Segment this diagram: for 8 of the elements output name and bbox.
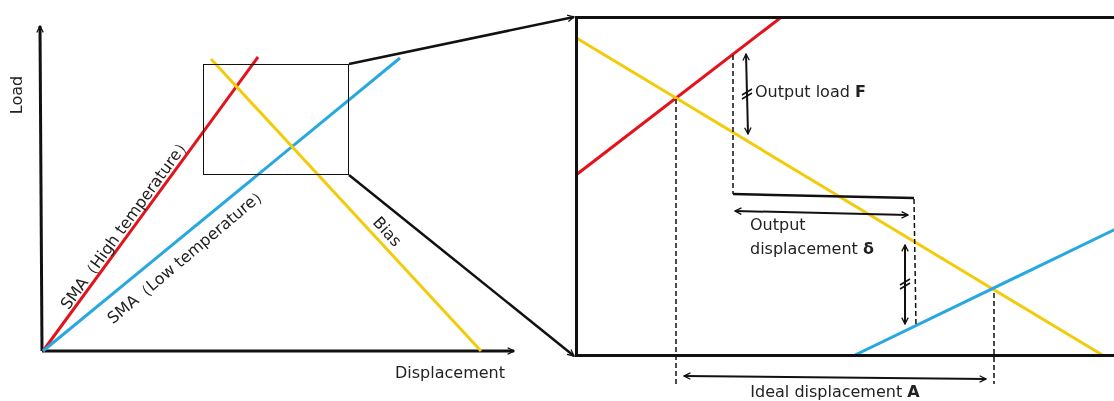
dimension-label: Output load F xyxy=(755,82,866,102)
zoom-region-box xyxy=(203,64,349,175)
zoom-arrow xyxy=(348,174,575,357)
axis-title: Displacement xyxy=(395,363,505,383)
dimension-label: Ideal displacement A xyxy=(750,382,920,401)
zoom-arrow xyxy=(348,14,575,66)
dimension-label: Output displacement δ xyxy=(750,214,875,260)
axis-title: Load xyxy=(7,75,27,115)
